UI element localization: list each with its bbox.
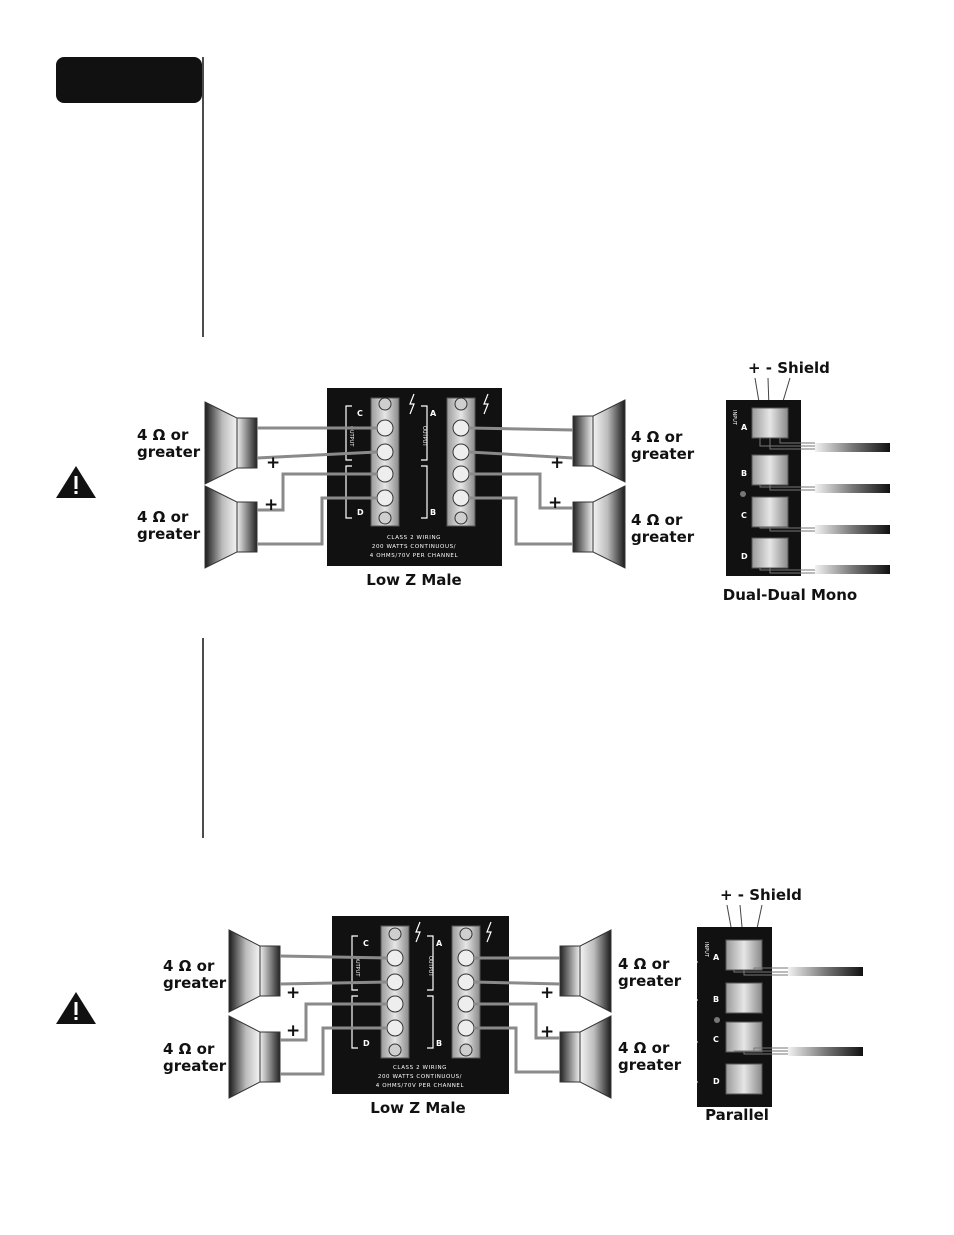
channel-brackets (351, 935, 434, 1049)
speaker-left-bottom (228, 1015, 281, 1099)
speaker-label-text: 4 Ω or (163, 1040, 215, 1058)
speaker-label-text: 4 Ω or (137, 426, 189, 444)
input-cables (788, 967, 863, 1056)
plus-mark: + (264, 495, 278, 515)
plus-mark: + (266, 453, 280, 473)
speaker-wires (256, 426, 574, 546)
speaker-label-text: 4 Ω or (631, 511, 683, 529)
panel-caption: Low Z Male (366, 571, 461, 589)
output-word-left: OUTPUT (354, 956, 360, 977)
channel-b-label: B (430, 508, 436, 517)
input-header: + - Shield (748, 359, 830, 377)
input-word: INPUT (731, 410, 737, 426)
channel-c-label: C (363, 939, 369, 948)
speaker-left-bottom (204, 485, 258, 569)
input-channel-b: B (713, 995, 719, 1004)
input-word: INPUT (703, 942, 709, 958)
lightning-icon (409, 393, 415, 415)
output-word-right: OUTPUT (421, 426, 427, 447)
input-channel-a: A (713, 953, 720, 962)
speaker-left-top (228, 929, 281, 1013)
channel-b-label: B (436, 1039, 442, 1048)
speaker-label-text: 4 Ω or (163, 957, 215, 975)
plus-mark: + (540, 983, 554, 1003)
output-word-right: OUTPUT (427, 956, 433, 977)
warning-icon (56, 466, 96, 498)
input-cables (815, 443, 890, 574)
speaker-right-bottom (572, 485, 626, 569)
terminal-strip-right (451, 925, 481, 1059)
input-caption: Dual-Dual Mono (723, 586, 857, 604)
speaker-label-text: greater (631, 445, 695, 463)
channel-d-label: D (363, 1039, 370, 1048)
input-header: + - Shield (720, 886, 802, 904)
panel-line-1: CLASS 2 WIRING (393, 1065, 447, 1071)
panel-line-1: CLASS 2 WIRING (387, 535, 441, 541)
speaker-label-text: greater (631, 528, 695, 546)
channel-a-label: A (430, 409, 437, 418)
parallel-brackets (691, 961, 698, 1083)
plus-mark: + (550, 453, 564, 473)
input-leads (759, 438, 815, 574)
input-channel-c: C (713, 1035, 719, 1044)
speaker-label-text: greater (137, 525, 201, 543)
input-channel-a: A (741, 423, 748, 432)
speaker-label-text: greater (137, 443, 201, 461)
speaker-right-bottom (559, 1015, 612, 1099)
plus-mark: + (286, 983, 300, 1003)
channel-c-label: C (357, 409, 363, 418)
input-channel-d: D (741, 552, 748, 561)
plus-mark: + (286, 1021, 300, 1041)
speaker-label-text: 4 Ω or (137, 508, 189, 526)
warning-icon (56, 992, 96, 1024)
input-blocks (714, 939, 763, 1095)
channel-d-label: D (357, 508, 364, 517)
lightning-icon (415, 921, 421, 943)
input-blocks (740, 407, 789, 569)
speaker-label-text: 4 Ω or (618, 955, 670, 973)
terminal-strip-left (380, 925, 410, 1059)
speaker-right-top (559, 929, 612, 1013)
wiring-diagram-2: C D A B OUTPUT OUTPUT CLASS 2 WIRING 200… (56, 886, 863, 1124)
speaker-label-text: 4 Ω or (618, 1039, 670, 1057)
speaker-label-text: greater (163, 974, 227, 992)
terminal-strip-right (446, 397, 476, 527)
input-channel-c: C (741, 511, 747, 520)
input-leads (733, 967, 788, 1055)
channel-a-label: A (436, 939, 443, 948)
panel-line-3: 4 OHMS/70V PER CHANNEL (370, 553, 459, 559)
speaker-label-text: 4 Ω or (631, 428, 683, 446)
speaker-right-top (572, 399, 626, 483)
lightning-icon (486, 921, 492, 943)
speaker-left-top (204, 401, 258, 485)
output-word-left: OUTPUT (348, 426, 354, 447)
input-channel-d: D (713, 1077, 720, 1086)
channel-brackets (345, 405, 428, 519)
speaker-label-text: greater (618, 972, 682, 990)
panel-line-2: 200 WATTS CONTINUOUS/ (372, 544, 456, 550)
speaker-label-text: greater (618, 1056, 682, 1074)
input-caption: Parallel (705, 1106, 769, 1124)
speaker-label-text: greater (163, 1057, 227, 1075)
plus-mark: + (540, 1022, 554, 1042)
speaker-wires (279, 954, 561, 1076)
panel-line-3: 4 OHMS/70V PER CHANNEL (376, 1083, 465, 1089)
panel-caption: Low Z Male (370, 1099, 465, 1117)
lightning-icon (483, 393, 489, 415)
wiring-diagram-1: C D A B OUTPUT OUTPUT CLASS 2 WIRING 200… (56, 359, 890, 604)
plus-mark: + (548, 493, 562, 513)
terminal-strip-left (370, 397, 400, 527)
input-channel-b: B (741, 469, 747, 478)
panel-line-2: 200 WATTS CONTINUOUS/ (378, 1074, 462, 1080)
section-tab (56, 57, 202, 103)
